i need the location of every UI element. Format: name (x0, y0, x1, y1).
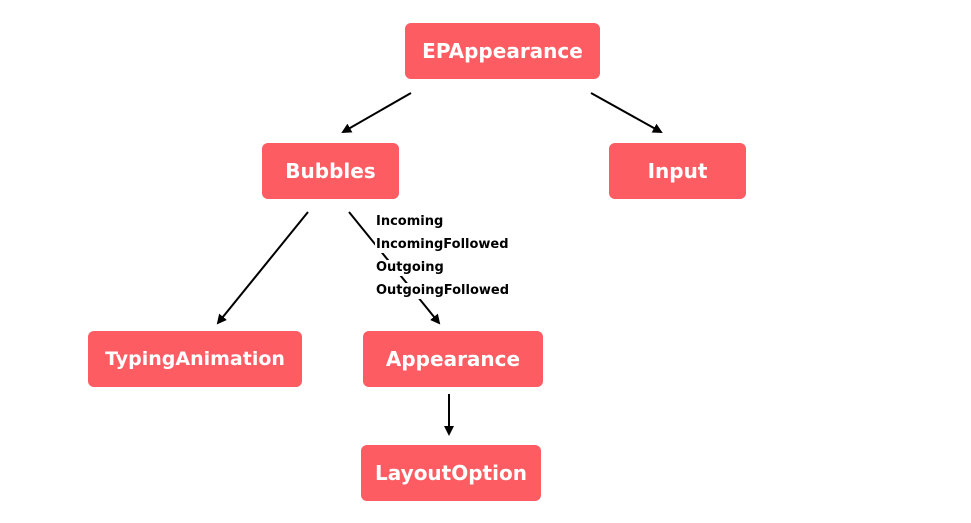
edge-ep-to-input (590, 92, 663, 133)
edge-bubbles-to-typing (216, 211, 309, 325)
node-appearance: Appearance (363, 331, 543, 387)
edge-label-outgoing-followed: OutgoingFollowed (375, 283, 511, 299)
node-bubbles: Bubbles (262, 143, 399, 199)
node-input: Input (609, 143, 746, 199)
node-layout-option: LayoutOption (361, 445, 541, 501)
edge-label-outgoing: Outgoing (375, 260, 445, 276)
edge-label-incoming: Incoming (375, 214, 445, 230)
edge-ep-to-bubbles (341, 92, 412, 133)
edge-label-incoming-followed: IncomingFollowed (375, 237, 510, 253)
node-typing-animation: TypingAnimation (88, 331, 302, 387)
node-epappearance: EPAppearance (405, 23, 600, 79)
